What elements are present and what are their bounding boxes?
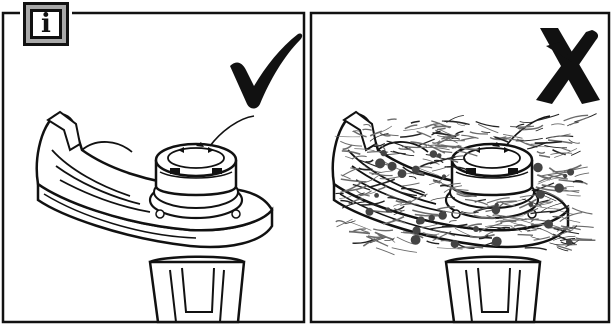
clipping-clump	[411, 235, 421, 245]
right-panel	[333, 112, 597, 322]
trimmer-clean-illustration	[37, 112, 272, 322]
checkmark-icon	[230, 33, 302, 108]
clipping-stroke	[392, 248, 417, 253]
cross-icon	[536, 28, 600, 104]
clipping-clump	[451, 240, 459, 248]
clipping-stroke	[570, 117, 588, 125]
clipping-stroke	[336, 221, 345, 223]
clipping-stroke	[437, 128, 446, 129]
clipping-stroke	[432, 167, 447, 171]
clipping-clump	[374, 193, 379, 198]
clipping-stroke	[575, 173, 589, 177]
clipping-stroke	[427, 241, 440, 244]
info-icon: i	[30, 9, 62, 39]
clipping-clump	[412, 166, 420, 174]
clipping-stroke	[551, 124, 564, 125]
clipping-clump	[429, 215, 435, 221]
clipping-stroke	[373, 229, 393, 231]
clipping-stroke	[376, 248, 395, 255]
clipping-stroke	[535, 114, 559, 121]
clipping-stroke	[550, 243, 564, 245]
clipping-stroke	[405, 125, 418, 129]
clipping-stroke	[571, 151, 581, 155]
clipping-stroke	[567, 195, 581, 196]
clipping-clump	[430, 150, 438, 158]
clipping-clump	[566, 239, 572, 245]
clipping-clump	[555, 183, 564, 192]
clipping-stroke	[544, 145, 567, 148]
left-panel	[37, 33, 302, 322]
trimmer-clogged-illustration	[333, 112, 568, 322]
clipping-stroke	[537, 152, 545, 154]
clipping-stroke	[440, 151, 452, 152]
clipping-clump	[438, 211, 447, 220]
clipping-clump	[492, 206, 501, 215]
clipping-clump	[563, 174, 567, 178]
clipping-stroke	[400, 133, 422, 137]
clipping-clump	[366, 208, 374, 216]
clipping-stroke	[576, 238, 593, 240]
clipping-clump	[381, 150, 387, 156]
info-glyph: i	[41, 11, 51, 37]
clipping-stroke	[452, 138, 460, 139]
clipping-clump	[388, 162, 397, 171]
clipping-clump	[417, 216, 425, 224]
clipping-stroke	[432, 126, 451, 128]
clipping-stroke	[457, 247, 483, 248]
clipping-clump	[533, 163, 542, 172]
clipping-stroke	[564, 186, 573, 187]
clipping-stroke	[525, 248, 547, 250]
clipping-stroke	[481, 132, 490, 133]
clipping-stroke	[520, 122, 534, 123]
clipping-clump	[536, 190, 545, 199]
clipping-clump	[528, 202, 533, 207]
clipping-clump	[437, 153, 442, 158]
clipping-stroke	[404, 149, 414, 153]
clipping-clump	[492, 237, 502, 247]
clipping-stroke	[461, 138, 476, 141]
clipping-stroke	[476, 122, 500, 127]
clipping-stroke	[387, 119, 396, 120]
clipping-clump	[375, 158, 385, 168]
clipping-stroke	[386, 154, 400, 155]
clipping-stroke	[510, 126, 534, 127]
clipping-stroke	[539, 155, 550, 157]
clipping-clump	[567, 169, 574, 176]
clipping-stroke	[456, 131, 464, 134]
clipping-clump	[473, 226, 479, 232]
clipping-stroke	[564, 115, 589, 121]
clipping-stroke	[518, 235, 533, 236]
clipping-stroke	[411, 121, 420, 123]
clipping-clump	[442, 174, 446, 178]
clipping-clump	[385, 207, 390, 212]
clipping-stroke	[535, 142, 562, 143]
info-badge: i	[23, 2, 69, 46]
clipping-clump	[398, 169, 407, 178]
clipping-clump	[413, 226, 421, 234]
clipping-clump	[544, 220, 553, 229]
